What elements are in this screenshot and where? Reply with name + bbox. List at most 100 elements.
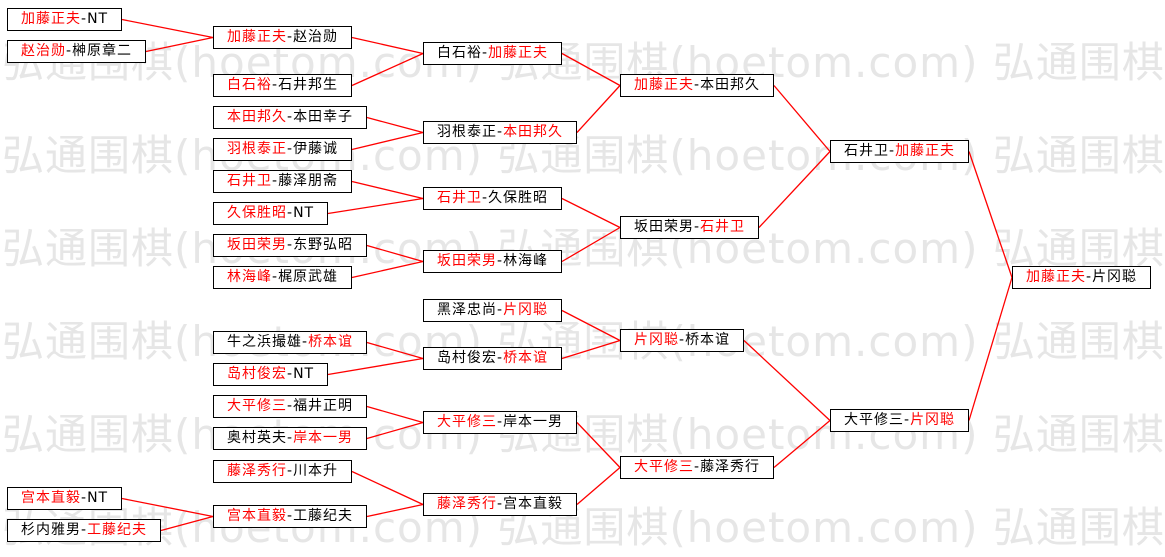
match-box[interactable]: 久保胜昭-NT	[213, 202, 329, 225]
match-box[interactable]: 藤泽秀行-川本升	[213, 460, 353, 483]
match-box[interactable]: 石井卫-久保胜昭	[423, 187, 563, 210]
match-box[interactable]: 加藤正夫-NT	[7, 8, 123, 31]
separator: -	[287, 463, 294, 479]
match-box[interactable]: 坂田荣男-石井卫	[620, 216, 760, 239]
match-box[interactable]: 白石裕-加藤正夫	[423, 42, 563, 65]
match-box[interactable]: 宫本直毅-工藤纪夫	[213, 505, 368, 528]
player-name: 加藤正夫	[488, 45, 549, 61]
player-name: 久保胜昭	[488, 190, 549, 206]
separator: -	[287, 109, 294, 125]
match-box[interactable]: 坂田荣男-林海峰	[423, 250, 563, 273]
player-name: 本田邦久	[503, 124, 564, 140]
separator: -	[497, 350, 504, 366]
separator: -	[287, 141, 294, 157]
match-box[interactable]: 牛之浜撮雄-桥本谊	[213, 331, 368, 354]
player-name: 宫本直毅	[227, 508, 287, 524]
match-box[interactable]: 坂田荣男-东野弘昭	[213, 234, 368, 257]
separator: -	[302, 334, 309, 350]
match-box[interactable]: 大平修三-片冈聪	[830, 409, 970, 432]
match-box[interactable]: 宫本直毅-NT	[7, 487, 123, 510]
separator: -	[497, 496, 504, 512]
match-box[interactable]: 大平修三-岸本一男	[423, 411, 578, 434]
player-name: 赵治勋	[21, 43, 66, 59]
match-box[interactable]: 片冈聪-桥本谊	[620, 329, 745, 352]
separator: -	[287, 29, 294, 45]
player-name: 梶原武雄	[278, 269, 339, 285]
player-name: 加藤正夫	[895, 143, 956, 159]
player-name: 桥本谊	[503, 350, 549, 366]
player-name: 宫本直毅	[21, 490, 81, 506]
player-name: 白石裕	[437, 45, 482, 61]
player-name: 岸本一男	[503, 414, 564, 430]
separator: -	[287, 205, 294, 221]
player-name: 片冈聪	[1092, 269, 1138, 285]
player-name: 工藤纪夫	[293, 508, 354, 524]
match-box[interactable]: 林海峰-梶原武雄	[213, 266, 353, 289]
separator: -	[272, 173, 279, 189]
player-name: 东野弘昭	[293, 237, 354, 253]
match-box[interactable]: 加藤正夫-本田邦久	[620, 74, 775, 97]
match-box[interactable]: 岛村俊宏-桥本谊	[423, 347, 563, 370]
player-name: 本田幸子	[293, 109, 354, 125]
player-name: 工藤纪夫	[87, 522, 148, 538]
player-name: 石井卫	[227, 173, 272, 189]
match-box[interactable]: 杉内雅男-工藤纪夫	[7, 519, 162, 542]
watermark-text: 弘通围棋(hoetom.com) 弘通围棋(hoetom.com) 弘通围棋(h…	[2, 133, 1165, 179]
player-name: 坂田荣男	[437, 253, 497, 269]
player-name: 加藤正夫	[1026, 269, 1086, 285]
match-box[interactable]: 加藤正夫-片冈聪	[1012, 266, 1152, 289]
player-name: 久保胜昭	[227, 205, 287, 221]
player-name: 赵治勋	[293, 29, 339, 45]
player-name: 本田邦久	[700, 77, 761, 93]
match-box[interactable]: 大平修三-藤泽秀行	[620, 456, 775, 479]
player-name: 福井正明	[293, 398, 354, 414]
player-name: 石井卫	[700, 219, 746, 235]
match-box[interactable]: 大平修三-福井正明	[213, 395, 368, 418]
separator: -	[889, 143, 896, 159]
player-name: 本田邦久	[227, 109, 287, 125]
match-box[interactable]: 黑泽忠尚-片冈聪	[423, 299, 563, 322]
watermark-text: 弘通围棋(hoetom.com) 弘通围棋(hoetom.com) 弘通围棋(h…	[2, 319, 1165, 365]
player-name: 坂田荣男	[634, 219, 694, 235]
player-name: 藤泽秀行	[437, 496, 497, 512]
match-box[interactable]: 藤泽秀行-宫本直毅	[423, 493, 578, 516]
player-name: 岸本一男	[293, 430, 354, 446]
match-box[interactable]: 羽根泰正-本田邦久	[423, 121, 578, 144]
player-name: 榊原章二	[72, 43, 133, 59]
separator: -	[497, 253, 504, 269]
separator: -	[694, 459, 701, 475]
player-name: 牛之浜撮雄	[227, 334, 302, 350]
match-box[interactable]: 奥村英夫-岸本一男	[213, 427, 368, 450]
player-name: 伊藤诚	[293, 141, 339, 157]
separator: -	[272, 269, 279, 285]
match-box[interactable]: 本田邦久-本田幸子	[213, 106, 368, 129]
match-box[interactable]: 白石裕-石井邦生	[213, 74, 353, 97]
player-name: 石井卫	[844, 143, 889, 159]
player-name: 加藤正夫	[227, 29, 287, 45]
player-name: 大平修三	[844, 412, 904, 428]
match-box[interactable]: 赵治勋-榊原章二	[7, 40, 147, 63]
player-name: NT	[293, 205, 315, 221]
player-name: 大平修三	[437, 414, 497, 430]
separator: -	[287, 366, 294, 382]
player-name: 藤泽秀行	[227, 463, 287, 479]
player-name: 黑泽忠尚	[437, 302, 497, 318]
player-name: 羽根泰正	[437, 124, 497, 140]
player-name: 加藤正夫	[21, 11, 81, 27]
player-name: NT	[87, 490, 109, 506]
player-name: 杉内雅男	[21, 522, 81, 538]
match-box[interactable]: 石井卫-加藤正夫	[830, 140, 970, 163]
player-name: 岛村俊宏	[437, 350, 497, 366]
match-box[interactable]: 石井卫-藤泽朋斋	[213, 170, 353, 193]
separator: -	[287, 508, 294, 524]
player-name: 林海峰	[503, 253, 549, 269]
match-box[interactable]: 岛村俊宏-NT	[213, 363, 329, 386]
match-box[interactable]: 加藤正夫-赵治勋	[213, 26, 353, 49]
player-name: NT	[293, 366, 315, 382]
match-box[interactable]: 羽根泰正-伊藤诚	[213, 138, 353, 161]
player-name: 宫本直毅	[503, 496, 564, 512]
separator: -	[66, 43, 73, 59]
player-name: 林海峰	[227, 269, 272, 285]
player-name: 坂田荣男	[227, 237, 287, 253]
